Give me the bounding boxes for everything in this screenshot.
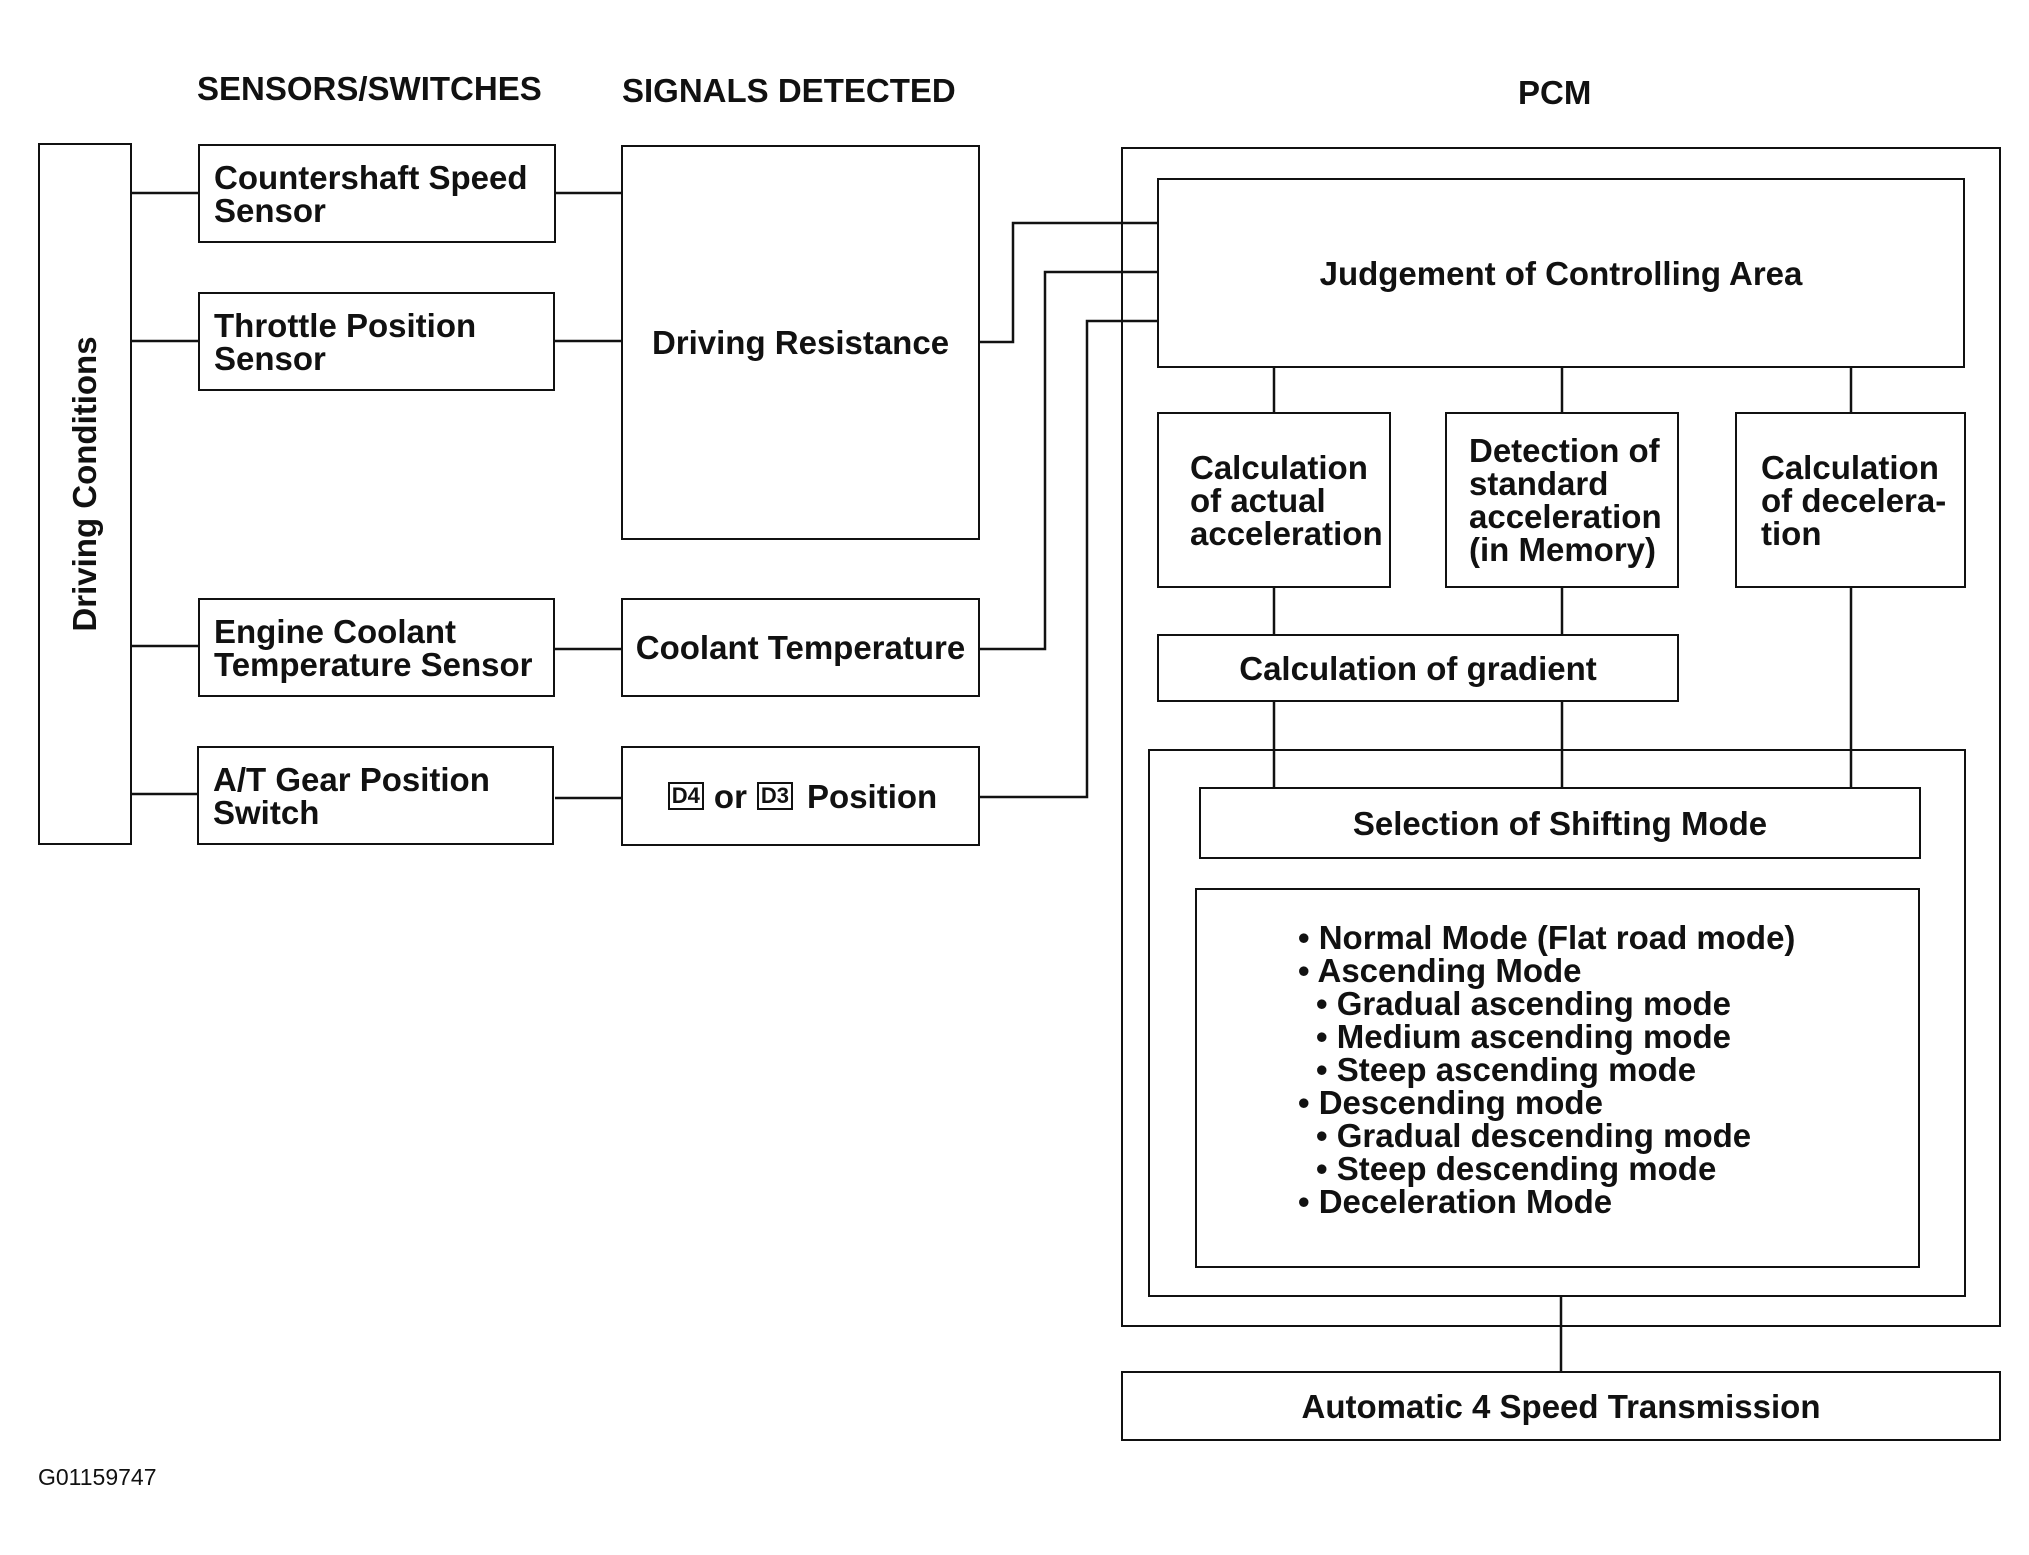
pcm-header: PCM: [1518, 74, 1592, 111]
coolant-temperature-label: Coolant Temperature: [635, 629, 966, 666]
signals-detected-header: SIGNALS DETECTED: [622, 72, 956, 109]
mode-ascending: • Ascending Mode: [1298, 952, 1582, 989]
standard-accel-line-3: acceleration: [1469, 498, 1662, 535]
figure-code: G01159747: [38, 1464, 157, 1490]
actual-accel-line-3: acceleration: [1190, 514, 1383, 552]
coolant-sensor-line-2: Temperature Sensor: [214, 645, 533, 683]
mode-medium-ascending: • Medium ascending mode: [1316, 1018, 1731, 1055]
driving-resistance-box: Driving Resistance: [621, 145, 980, 540]
actual-acceleration-box: Calculation of actual acceleration: [1157, 412, 1391, 588]
pcm-frame: [1121, 147, 2001, 1327]
transmission-label: Automatic 4 Speed Transmission: [1301, 1387, 1821, 1425]
coolant-temperature-box: Coolant Temperature: [621, 598, 980, 697]
actual-accel-line-2: of actual: [1190, 481, 1326, 519]
judgement-label: Judgement of Controlling Area: [1319, 254, 1803, 292]
coolant-sensor-line-1: Engine Coolant: [214, 612, 456, 650]
shifting-modes-list: • Normal Mode (Flat road mode) • Ascendi…: [1298, 921, 1795, 1218]
gear-switch-line-2: Switch: [213, 793, 320, 831]
position-label: Position: [807, 777, 938, 815]
standard-accel-line-1: Detection of: [1469, 432, 1660, 469]
countershaft-line-2: Sensor: [214, 191, 326, 229]
gear-position-switch-box: A/T Gear Position Switch: [197, 746, 554, 845]
driving-conditions-label: Driving Conditions: [66, 336, 103, 632]
transmission-box: Automatic 4 Speed Transmission: [1121, 1371, 2001, 1441]
mode-normal: • Normal Mode (Flat road mode): [1298, 919, 1796, 956]
standard-accel-line-2: standard: [1469, 465, 1609, 502]
standard-accel-line-4: (in Memory): [1469, 531, 1657, 568]
gradient-box: Calculation of gradient: [1157, 634, 1679, 702]
position-or: or: [713, 777, 747, 815]
selection-label: Selection of Shifting Mode: [1352, 804, 1768, 842]
countershaft-line-1: Countershaft Speed: [214, 158, 528, 196]
shifting-modes-box: [1195, 888, 1920, 1268]
mode-descending: • Descending mode: [1298, 1084, 1603, 1121]
gear-position-signal-box: D4 or D3 Position: [621, 746, 980, 846]
deceleration-box: Calculation of decelera- tion: [1735, 412, 1966, 588]
throttle-line-2: Sensor: [214, 339, 326, 377]
standard-acceleration-box: Detection of standard acceleration (in M…: [1445, 412, 1679, 588]
deceleration-line-2: of decelera-: [1761, 481, 1947, 519]
gradient-label: Calculation of gradient: [1239, 649, 1597, 687]
d4-position-icon: D4: [667, 782, 704, 810]
mode-gradual-descending: • Gradual descending mode: [1316, 1117, 1752, 1154]
actual-accel-line-1: Calculation: [1190, 448, 1368, 486]
deceleration-line-1: Calculation: [1761, 448, 1939, 486]
mode-steep-descending: • Steep descending mode: [1316, 1150, 1717, 1187]
driving-resistance-label: Driving Resistance: [651, 324, 950, 361]
d3-position-icon: D3: [756, 782, 794, 810]
deceleration-line-3: tion: [1761, 514, 1822, 552]
sensors-switches-header: SENSORS/SWITCHES: [197, 70, 542, 107]
mode-gradual-ascending: • Gradual ascending mode: [1316, 985, 1731, 1022]
throttle-line-1: Throttle Position: [214, 306, 477, 344]
selection-shifting-mode-box: Selection of Shifting Mode: [1199, 787, 1921, 859]
shifting-mode-frame: [1148, 749, 1966, 1297]
engine-coolant-sensor-box: Engine Coolant Temperature Sensor: [198, 598, 555, 697]
throttle-position-sensor-box: Throttle Position Sensor: [198, 292, 555, 391]
mode-steep-ascending: • Steep ascending mode: [1316, 1051, 1697, 1088]
gear-switch-line-1: A/T Gear Position: [213, 760, 490, 798]
judgement-box: Judgement of Controlling Area: [1157, 178, 1965, 368]
countershaft-speed-sensor-box: Countershaft Speed Sensor: [198, 144, 556, 243]
mode-deceleration: • Deceleration Mode: [1298, 1183, 1613, 1220]
driving-conditions-box: [38, 143, 132, 845]
